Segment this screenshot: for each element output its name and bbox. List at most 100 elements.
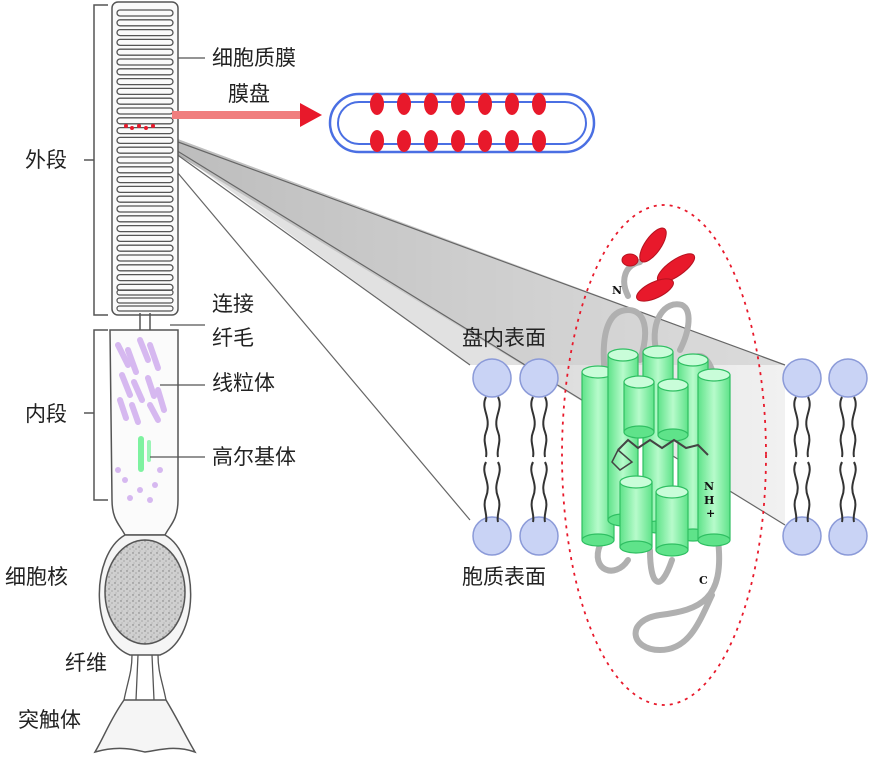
zoom-arrow [172,103,322,127]
rhodopsin-dot [424,130,438,152]
vesicle [122,477,128,483]
rhodopsin-dot [451,93,465,115]
disc [116,297,174,304]
lipid-tail [793,396,799,458]
helix-8-lower-body [619,481,653,548]
disc [116,28,174,37]
lipid-head [472,358,512,398]
disc [116,234,174,243]
golgi-body-2 [147,440,151,462]
lipid-head [782,516,822,556]
lipid-tail [542,396,548,458]
lipid-tail [542,461,548,523]
helix-7-short-bottom [657,428,689,442]
schiff-base-n: N [704,480,714,493]
helix-7-short-top [657,378,689,392]
disc [116,77,174,86]
helix-3-top [642,345,674,359]
mitochondrion [155,387,167,413]
disc [116,156,174,164]
disc [116,264,174,272]
highlighted-rhodopsin-dots [124,124,155,130]
disc [116,195,174,203]
lipid-tail [851,461,857,523]
rhodopsin-dot [505,93,519,115]
disc [116,48,174,56]
helix-7-short-body [657,384,689,436]
rhodopsin-highlight [561,204,767,706]
lipid-tail [805,461,811,523]
label-connecting-cilium-2: 纤毛 [212,326,254,350]
vesicle [157,467,163,473]
lipid-tail [495,396,501,458]
synaptic-terminal [93,699,197,754]
helix-9-lower-bottom [655,543,689,557]
label-cytoplasmic-surface: 胞质表面 [462,565,546,589]
rhodopsin-dot [532,93,546,115]
label-synapse: 突触体 [18,708,81,732]
mitochondrion [129,402,141,425]
helix-8-lower-bottom [619,540,653,554]
n-terminus-label: N [612,284,622,297]
label-outer-segment: 外段 [25,148,67,172]
disc [116,215,174,223]
rhodopsin-dot [397,130,411,152]
disc [116,305,174,312]
mitochondrion [131,379,145,403]
disc [116,146,174,154]
vesicle [115,467,121,473]
disc [116,117,174,125]
disc [116,97,174,105]
lipid-tail [839,461,845,523]
rhodopsin-dot [451,130,465,152]
mitochondria-group [115,337,167,503]
lipid-head [828,358,868,398]
lipid-head [472,516,512,556]
rhodopsin-dot [532,130,546,152]
helix-2-top [607,348,639,362]
helix-1-bottom [581,533,615,547]
lipid-tail [495,461,501,523]
helix-6-short [623,375,655,439]
rhodopsin-protein: N C N H + [581,227,731,654]
mitochondrion [117,397,129,421]
label-mitochondria: 线粒体 [212,371,275,395]
vesicle [137,487,143,493]
helix-9-lower-body [655,491,689,551]
mitochondrion [115,342,131,368]
disc [116,205,174,213]
schiff-base-h: H [704,494,714,507]
fiber [123,654,167,701]
helix-9-lower [655,485,689,557]
vesicle [127,495,133,501]
disc [116,68,174,76]
disc [116,273,174,282]
label-plasma-membrane: 细胞质膜 [212,46,296,70]
label-disc-membrane: 膜盘 [228,82,270,106]
helix-8-lower-top [619,475,653,489]
lipid-tail [805,396,811,458]
disc [116,185,174,194]
disc [116,254,174,262]
helix-6-short-bottom [623,425,655,439]
vesicle [147,497,153,503]
lipid-tail [793,461,799,523]
disc-membrane-closeup [328,92,596,154]
disc [116,136,174,145]
helix-6-short-top [623,375,655,389]
disc [116,289,174,296]
vesicle [152,482,158,488]
label-golgi: 高尔基体 [212,445,296,469]
nucleus [104,539,186,645]
outer-segment-body [111,1,179,316]
mitochondrion [137,337,151,363]
membrane-bilayer [472,358,868,556]
mitochondrion [119,372,133,398]
disc [116,166,174,174]
disc [116,38,174,47]
lipid-tail [530,461,536,523]
disc [116,224,174,233]
helix-5 [697,368,731,547]
